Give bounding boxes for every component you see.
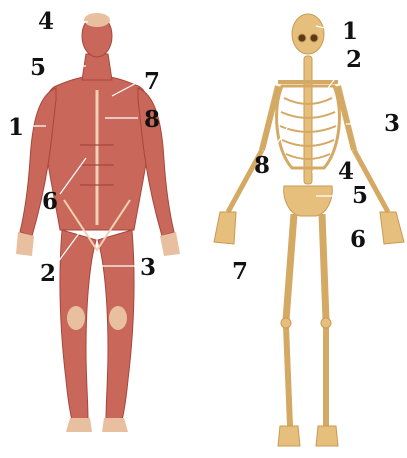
- bone-spine: [304, 56, 312, 184]
- left-knee: [67, 306, 85, 330]
- bone-pelvis: [284, 186, 333, 216]
- eye-socket-left: [298, 34, 306, 42]
- muscle-label-6: 6: [42, 190, 58, 213]
- left-hand: [16, 232, 34, 256]
- skeleton-label-6: 6: [350, 228, 366, 251]
- muscle-label-2: 2: [40, 262, 56, 285]
- bone-left-hand: [214, 212, 236, 244]
- eye-socket-right: [310, 34, 318, 42]
- muscle-label-1: 1: [8, 116, 24, 139]
- muscle-label-8: 8: [144, 108, 160, 131]
- skull-cap: [84, 13, 110, 27]
- muscle-label-7: 7: [144, 70, 160, 93]
- bone-right-femur: [322, 214, 326, 320]
- skeleton-label-7: 7: [232, 260, 248, 283]
- muscle-label-4: 4: [38, 10, 54, 33]
- right-hand: [160, 232, 180, 256]
- bone-right-hand: [380, 212, 404, 244]
- bone-left-femur: [286, 214, 294, 320]
- bone-left-tibia: [286, 326, 290, 426]
- skeleton-label-3: 3: [384, 112, 400, 135]
- left-foot: [66, 418, 92, 432]
- bone-left-patella: [281, 318, 291, 328]
- skeleton-label-8: 8: [254, 154, 270, 177]
- skeleton-label-5: 5: [352, 184, 368, 207]
- bone-right-foot: [316, 426, 338, 446]
- skeletal-system-figure: [214, 14, 404, 446]
- muscle-label-5: 5: [30, 56, 46, 79]
- skeleton-label-2: 2: [346, 48, 362, 71]
- bone-left-foot: [278, 426, 300, 446]
- bone-skull: [292, 14, 324, 54]
- skeleton-label-1: 1: [342, 20, 358, 43]
- muscle-label-3: 3: [140, 256, 156, 279]
- muscle-neck: [82, 54, 112, 80]
- right-knee: [109, 306, 127, 330]
- right-foot: [102, 418, 128, 432]
- skeleton-label-4: 4: [338, 160, 354, 183]
- bone-right-patella: [321, 318, 331, 328]
